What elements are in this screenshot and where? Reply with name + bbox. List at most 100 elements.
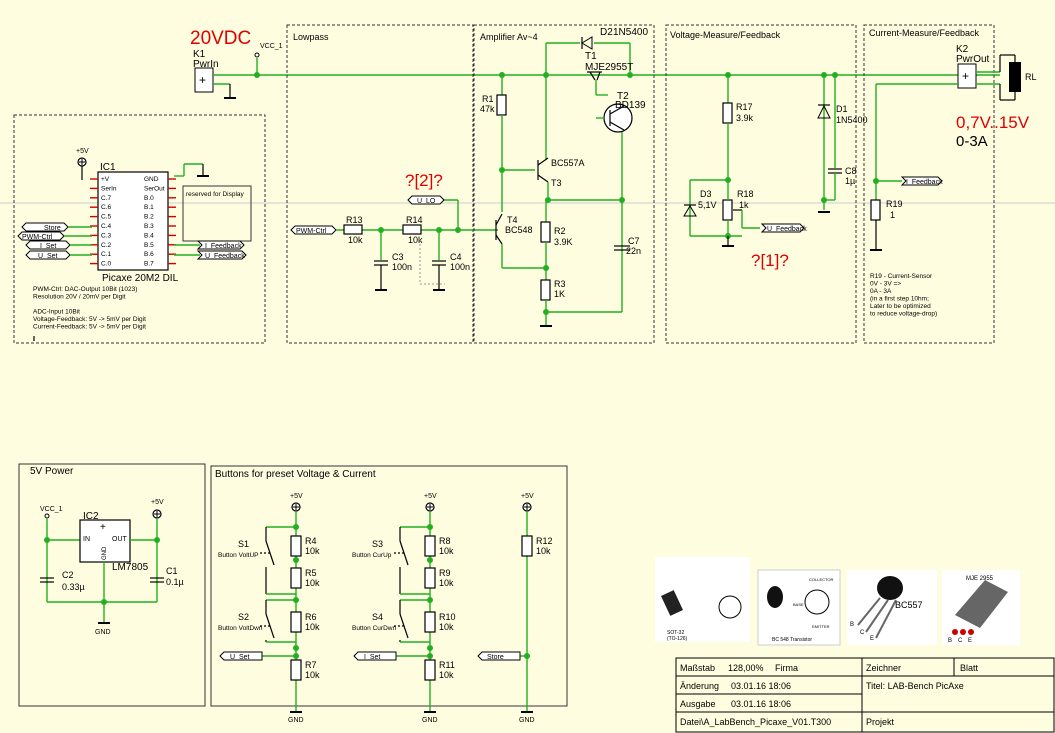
flag-store[interactable]: Store	[21, 222, 69, 232]
r13-val: 10k	[348, 235, 363, 245]
r1-resistor[interactable]	[496, 94, 507, 116]
r17-val: 3.9k	[736, 113, 754, 123]
r17-resistor[interactable]	[722, 102, 733, 124]
mcu-section	[13, 114, 266, 344]
s4-val: Button CurDwn	[352, 625, 396, 632]
c7-val: 22n	[626, 246, 641, 256]
flag-pwm-ctrl-2[interactable]: PWM-Ctrl	[290, 225, 337, 235]
project-label: Projekt	[866, 717, 895, 727]
t2-val: BD139	[615, 100, 646, 111]
k2-connector[interactable]	[957, 63, 977, 89]
pinout-mje2955: MJE 2955 B C E	[942, 570, 1020, 645]
k1-ref: K1	[193, 49, 206, 60]
r1-ref: R1	[482, 94, 494, 104]
title-block: Maßstab 128,00% Firma Zeichner Blatt Änd…	[675, 657, 1055, 733]
svg-text:U_Feedback: U_Feedback	[767, 226, 807, 233]
mcu-note: Resolution 20V / 20mV per Digit	[33, 294, 126, 301]
r13-resistor[interactable]	[343, 224, 363, 235]
t4-transistor[interactable]	[495, 213, 503, 245]
s2-ref: S2	[238, 612, 249, 622]
r4-resistor[interactable]	[290, 535, 302, 557]
c1-val: 0.1µ	[166, 577, 184, 587]
current-feedback-section	[863, 24, 995, 344]
r18-resistor[interactable]	[722, 199, 733, 221]
t1-val: MJE2955T	[585, 62, 633, 73]
svg-text:BC 548 Transistor: BC 548 Transistor	[772, 637, 812, 643]
k1-plus: +	[199, 73, 206, 87]
ic1-pin-label: B.2	[144, 214, 154, 221]
d3-zener[interactable]	[683, 204, 697, 217]
flag-pwm-ctrl[interactable]: PWM-Ctrl	[17, 231, 65, 241]
current-feedback-title: Current-Measure/Feedback	[869, 28, 980, 38]
r6-resistor[interactable]	[290, 611, 302, 633]
flag-u-set[interactable]: U_Set	[25, 250, 71, 260]
r5-resistor[interactable]	[290, 567, 302, 589]
ic1-pin-label: GND	[144, 176, 159, 183]
r3-ref: R3	[554, 279, 566, 289]
t3-transistor[interactable]	[537, 157, 549, 183]
drawer-label: Zeichner	[866, 663, 901, 673]
r7-val: 10k	[305, 670, 320, 680]
svg-text:I_Feedback: I_Feedback	[906, 179, 943, 186]
vcc1-label-2: VCC_1	[40, 506, 63, 513]
rl-load[interactable]	[1009, 62, 1021, 92]
s2-val: Button VoltDwn	[218, 625, 263, 632]
flag-u-feedback[interactable]: U_Feedback	[196, 250, 247, 260]
flag-i-feedback[interactable]: I_Feedback	[196, 240, 245, 250]
ic2-in: IN	[83, 536, 90, 543]
mcu-note: Current-Feedback: 5V -> 5mV per Digit	[33, 324, 146, 331]
svg-text:U_Set: U_Set	[38, 253, 58, 260]
t3-val: BC557A	[551, 158, 585, 168]
t4-ref: T4	[507, 215, 518, 225]
r14-val: 10k	[408, 235, 423, 245]
ic1-picaxe[interactable]	[97, 171, 169, 271]
flag-u-lo[interactable]: U_LO	[407, 195, 445, 205]
plus5v-symbol	[291, 502, 301, 512]
gnd-label: GND	[95, 629, 111, 636]
sensor-note-line: (in a first step 10hm;	[870, 296, 929, 303]
r19-resistor[interactable]	[870, 199, 881, 221]
k1-connector[interactable]	[194, 67, 214, 93]
r12-resistor[interactable]	[521, 535, 533, 557]
r7-resistor[interactable]	[290, 659, 302, 681]
file-label: Datei\A_LabBench_Picaxe_V01.T300	[680, 717, 831, 727]
r2-ref: R2	[554, 226, 566, 236]
ic2-regulator[interactable]	[79, 519, 131, 563]
flag-u-set[interactable]: U_Set	[219, 651, 263, 661]
r7-ref: R7	[305, 660, 317, 670]
r8-resistor[interactable]	[424, 535, 436, 557]
r10-val: 10k	[439, 622, 454, 632]
title-value: Titel: LAB-Bench PicAxe	[866, 681, 964, 691]
r11-resistor[interactable]	[424, 659, 436, 681]
r14-resistor[interactable]	[402, 224, 422, 235]
voltage-feedback-section	[665, 24, 857, 344]
lowpass-title: Lowpass	[293, 32, 329, 42]
r2-resistor[interactable]	[540, 221, 551, 243]
svg-text:+: +	[100, 522, 106, 533]
d1-diode[interactable]	[817, 104, 831, 119]
d2-diode[interactable]	[581, 36, 593, 50]
svg-text:MJE 2955: MJE 2955	[966, 576, 994, 582]
flag-store-2[interactable]: Store	[477, 651, 521, 661]
r3-resistor[interactable]	[540, 279, 551, 301]
t1-transistor[interactable]	[587, 71, 602, 81]
c2-ref: C2	[62, 570, 74, 580]
ic1-pin-label: B.6	[144, 251, 154, 258]
flag-u-feedback-2[interactable]: U_Feedback	[760, 223, 807, 233]
plus5v-label: +5V	[290, 493, 303, 500]
plus5v-label: +5V	[521, 493, 534, 500]
d1-ref: D1	[836, 104, 848, 114]
d2-ref: D2	[600, 27, 613, 38]
r10-resistor[interactable]	[424, 611, 436, 633]
flag-i-set[interactable]: I_Set	[25, 240, 71, 250]
r9-resistor[interactable]	[424, 567, 436, 589]
sensor-note-line: R19 - Current-Sensor	[870, 273, 933, 280]
flag-i-set[interactable]: I_Set	[353, 651, 397, 661]
k1-name: PwrIn	[193, 59, 219, 70]
gnd-label: GND	[422, 717, 438, 724]
r18-ref: R18	[737, 189, 754, 199]
c4-val: 100n	[450, 262, 470, 272]
s1-ref: S1	[238, 539, 249, 549]
flag-i-feedback-2[interactable]: I_Feedback	[900, 176, 943, 186]
